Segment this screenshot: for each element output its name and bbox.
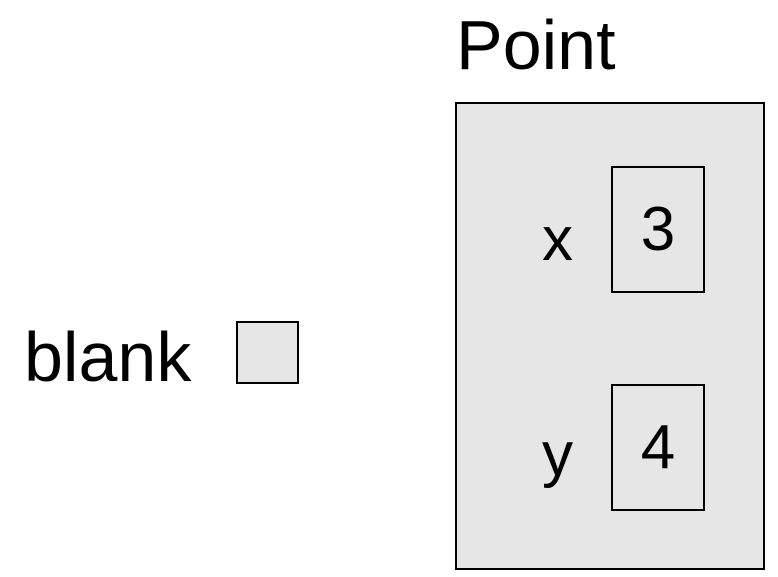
field-value-y: 4 <box>611 384 705 511</box>
field-value-x: 3 <box>611 166 705 293</box>
field-row-y: y 4 <box>457 382 763 512</box>
field-row-x: x 3 <box>457 164 763 294</box>
class-name-label: Point <box>456 6 616 84</box>
field-name-x: x <box>542 205 573 274</box>
variable-name-label: blank <box>24 318 192 396</box>
object-frame: x 3 y 4 <box>455 102 765 570</box>
field-name-y: y <box>542 420 573 489</box>
variable-reference-box <box>236 321 299 384</box>
